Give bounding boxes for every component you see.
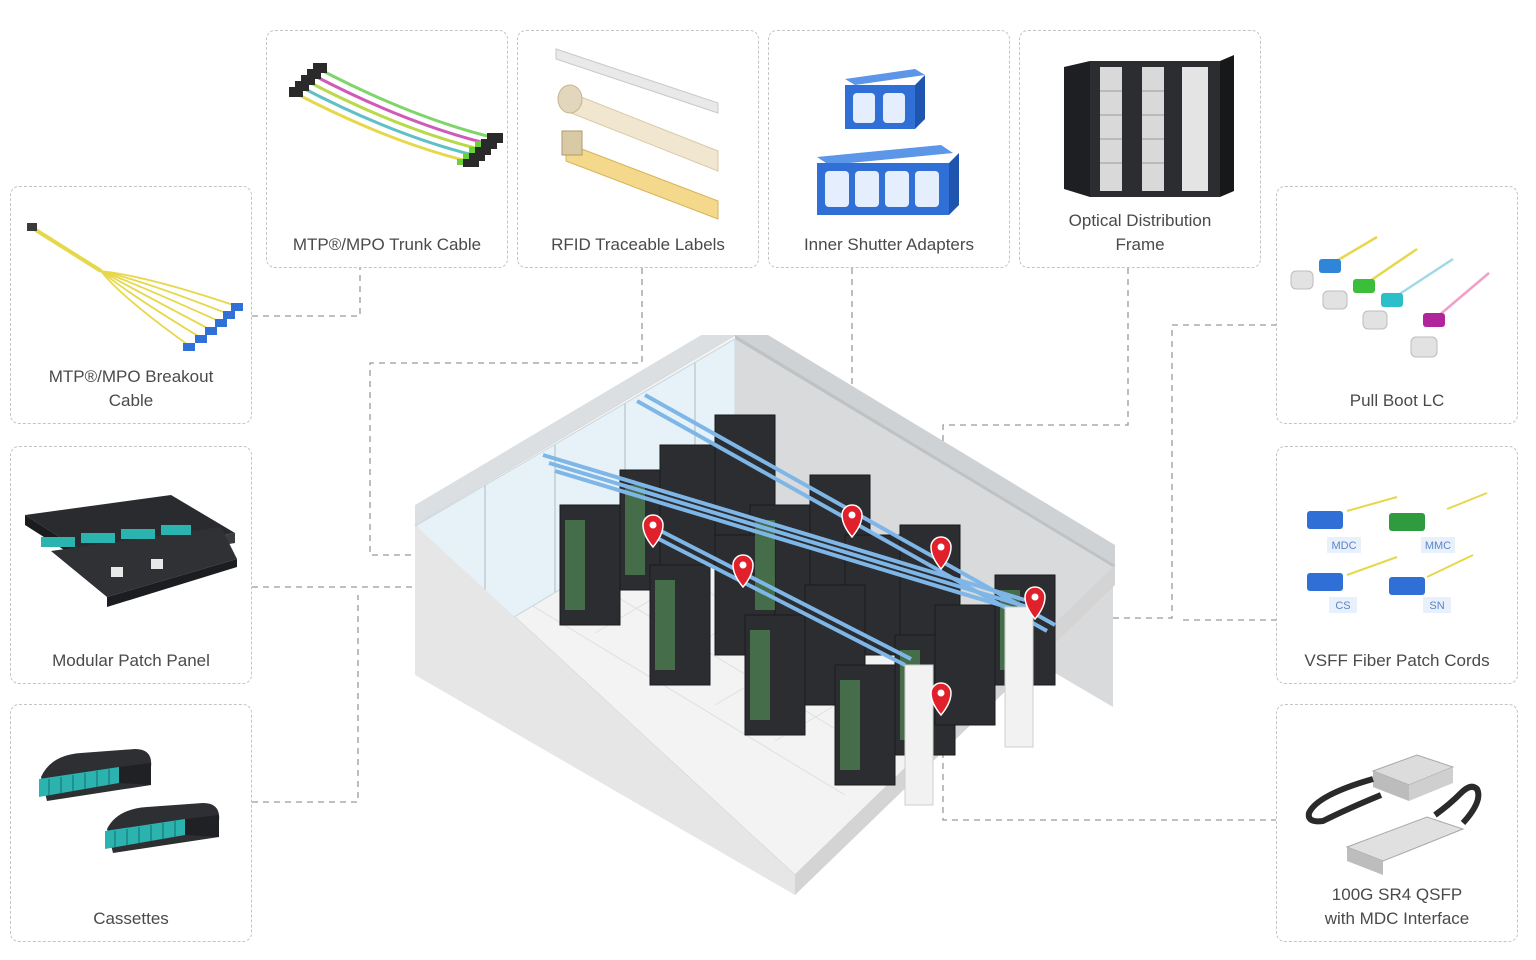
- product-card-cassettes[interactable]: Cassettes: [10, 704, 252, 942]
- breakout-cable-icon: [27, 223, 243, 351]
- cassette-icon: [39, 749, 220, 853]
- product-card-qsfp[interactable]: 100G SR4 QSFP with MDC Interface: [1276, 704, 1518, 942]
- product-card-odf[interactable]: Optical Distribution Frame: [1019, 30, 1261, 268]
- product-label: Cassettes: [93, 909, 169, 928]
- patch-panel-icon: [25, 495, 237, 607]
- product-card-patch-panel[interactable]: Modular Patch Panel: [10, 446, 252, 684]
- product-card-shutter-adapters[interactable]: Inner Shutter Adapters: [768, 30, 1010, 268]
- product-card-trunk-cable[interactable]: MTP®/MPO Trunk Cable: [266, 30, 508, 268]
- product-label: RFID Traceable Labels: [551, 235, 725, 254]
- product-label: 100G SR4 QSFP with MDC Interface: [1324, 885, 1470, 928]
- pull-boot-lc-icon: [1290, 235, 1490, 358]
- vsff-tag: CS: [1335, 600, 1350, 612]
- vsff-patch-cord-icon: MDC MMC CS SN: [1307, 492, 1488, 613]
- vsff-tag: MMC: [1425, 540, 1451, 552]
- shutter-adapter-icon: [817, 69, 959, 215]
- distribution-frame-icon: [1064, 55, 1234, 197]
- product-label: Optical Distribution Frame: [1068, 211, 1212, 254]
- vsff-tag: SN: [1429, 600, 1444, 612]
- trunk-cable-icon: [289, 63, 503, 167]
- product-label: Pull Boot LC: [1349, 391, 1445, 410]
- product-label: MTP®/MPO Trunk Cable: [292, 235, 482, 254]
- product-card-rfid-labels[interactable]: RFID Traceable Labels: [517, 30, 759, 268]
- product-label: VSFF Fiber Patch Cords: [1304, 651, 1490, 670]
- product-card-breakout-cable[interactable]: MTP®/MPO Breakout Cable: [10, 186, 252, 424]
- product-card-vsff-patch-cords[interactable]: MDC MMC CS SN VSFF Fiber Patch Cords: [1276, 446, 1518, 684]
- data-center-room-illustration: [414, 335, 1116, 895]
- vsff-tag: MDC: [1331, 540, 1356, 552]
- product-label: MTP®/MPO Breakout Cable: [48, 367, 214, 410]
- product-card-pull-boot-lc[interactable]: Pull Boot LC: [1276, 186, 1518, 424]
- product-label: Modular Patch Panel: [52, 651, 210, 670]
- rfid-label-icon: [555, 48, 719, 220]
- qsfp-transceiver-icon: [1305, 754, 1482, 875]
- product-label: Inner Shutter Adapters: [803, 235, 975, 254]
